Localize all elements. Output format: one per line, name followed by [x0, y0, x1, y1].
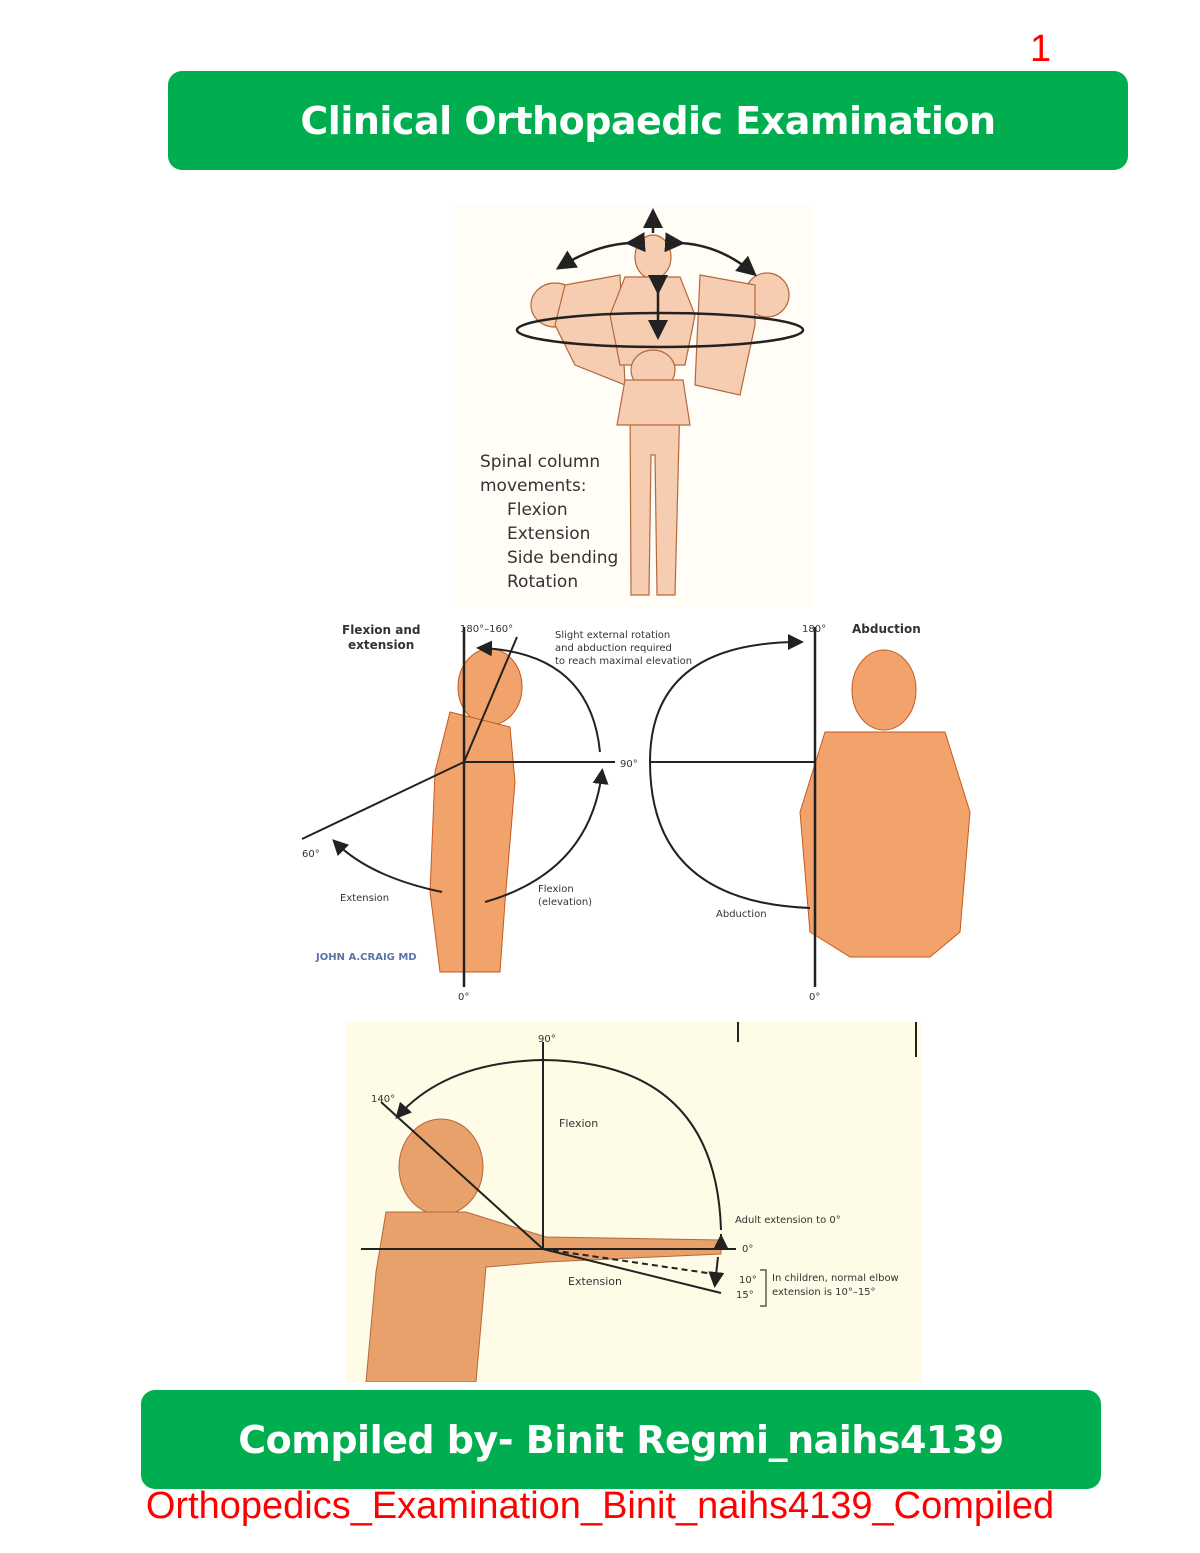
figure-side-profile [429, 648, 523, 973]
figure-front [799, 649, 971, 958]
angle-180-label: 180° [802, 624, 826, 635]
figure-arm-extended [365, 1118, 722, 1382]
children-note: In children, normal elbow [772, 1273, 899, 1284]
spinal-caption-title: Spinal column [480, 452, 600, 472]
flexion-label: Flexion [559, 1117, 598, 1130]
angle-10-label: 10° [739, 1275, 757, 1286]
compiled-by-text: Compiled by- Binit Regmi_naihs4139 [238, 1417, 1004, 1462]
compiled-by-banner: Compiled by- Binit Regmi_naihs4139 [141, 1390, 1101, 1489]
figure-left-bend [530, 274, 626, 386]
figure-right-bend [694, 272, 790, 396]
artist-signature: JOHN A.CRAIG MD [315, 952, 417, 963]
page-number: 1 [1030, 28, 1052, 70]
abduction-title: Abduction [852, 622, 921, 636]
extension-label: Extension [568, 1275, 622, 1288]
page-title: Clinical Orthopaedic Examination [300, 98, 996, 143]
movement-item: Extension [507, 524, 590, 544]
shoulder-range-figure: Flexion and extension 180°–160° Slight e… [290, 612, 980, 1007]
flexion-label-2: (elevation) [538, 897, 592, 908]
note-line: Slight external rotation [555, 630, 670, 641]
angle-0-label: 0° [742, 1244, 753, 1255]
figure-flexion [616, 349, 691, 426]
angle-0-label: 0° [458, 992, 469, 1003]
angle-90-label: 90° [538, 1034, 556, 1045]
flexion-label: Flexion [538, 884, 574, 895]
movement-item: Flexion [507, 500, 568, 520]
figure-standing [609, 234, 696, 596]
extension-label: Extension [340, 893, 389, 904]
spinal-caption-subtitle: movements: [480, 476, 587, 496]
title-banner: Clinical Orthopaedic Examination [168, 71, 1128, 170]
adult-extension-note: Adult extension to 0° [735, 1215, 841, 1226]
angle-90-label: 90° [620, 759, 638, 770]
angle-0-label: 0° [809, 992, 820, 1003]
note-line: and abduction required [555, 643, 672, 654]
movement-item: Rotation [507, 572, 578, 592]
angle-180-160-label: 180°–160° [460, 624, 513, 635]
spinal-movements-figure: Spinal column movements: Flexion Extensi… [455, 205, 813, 607]
angle-15-label: 15° [736, 1290, 754, 1301]
elbow-range-figure: 90° 140° Flexion Adult extension to 0° 0… [346, 1022, 922, 1382]
note-line: to reach maximal elevation [555, 656, 692, 667]
children-note-2: extension is 10°–15° [772, 1287, 876, 1298]
flexion-extension-title-2: extension [348, 638, 414, 652]
movement-item: Side bending [507, 548, 618, 568]
angle-140-label: 140° [371, 1094, 395, 1105]
flexion-extension-title: Flexion and [342, 623, 421, 637]
footer-text: Orthopedics_Examination_Binit_naihs4139_… [145, 1485, 1055, 1527]
angle-60-label: 60° [302, 849, 320, 860]
abduction-label: Abduction [716, 909, 767, 920]
